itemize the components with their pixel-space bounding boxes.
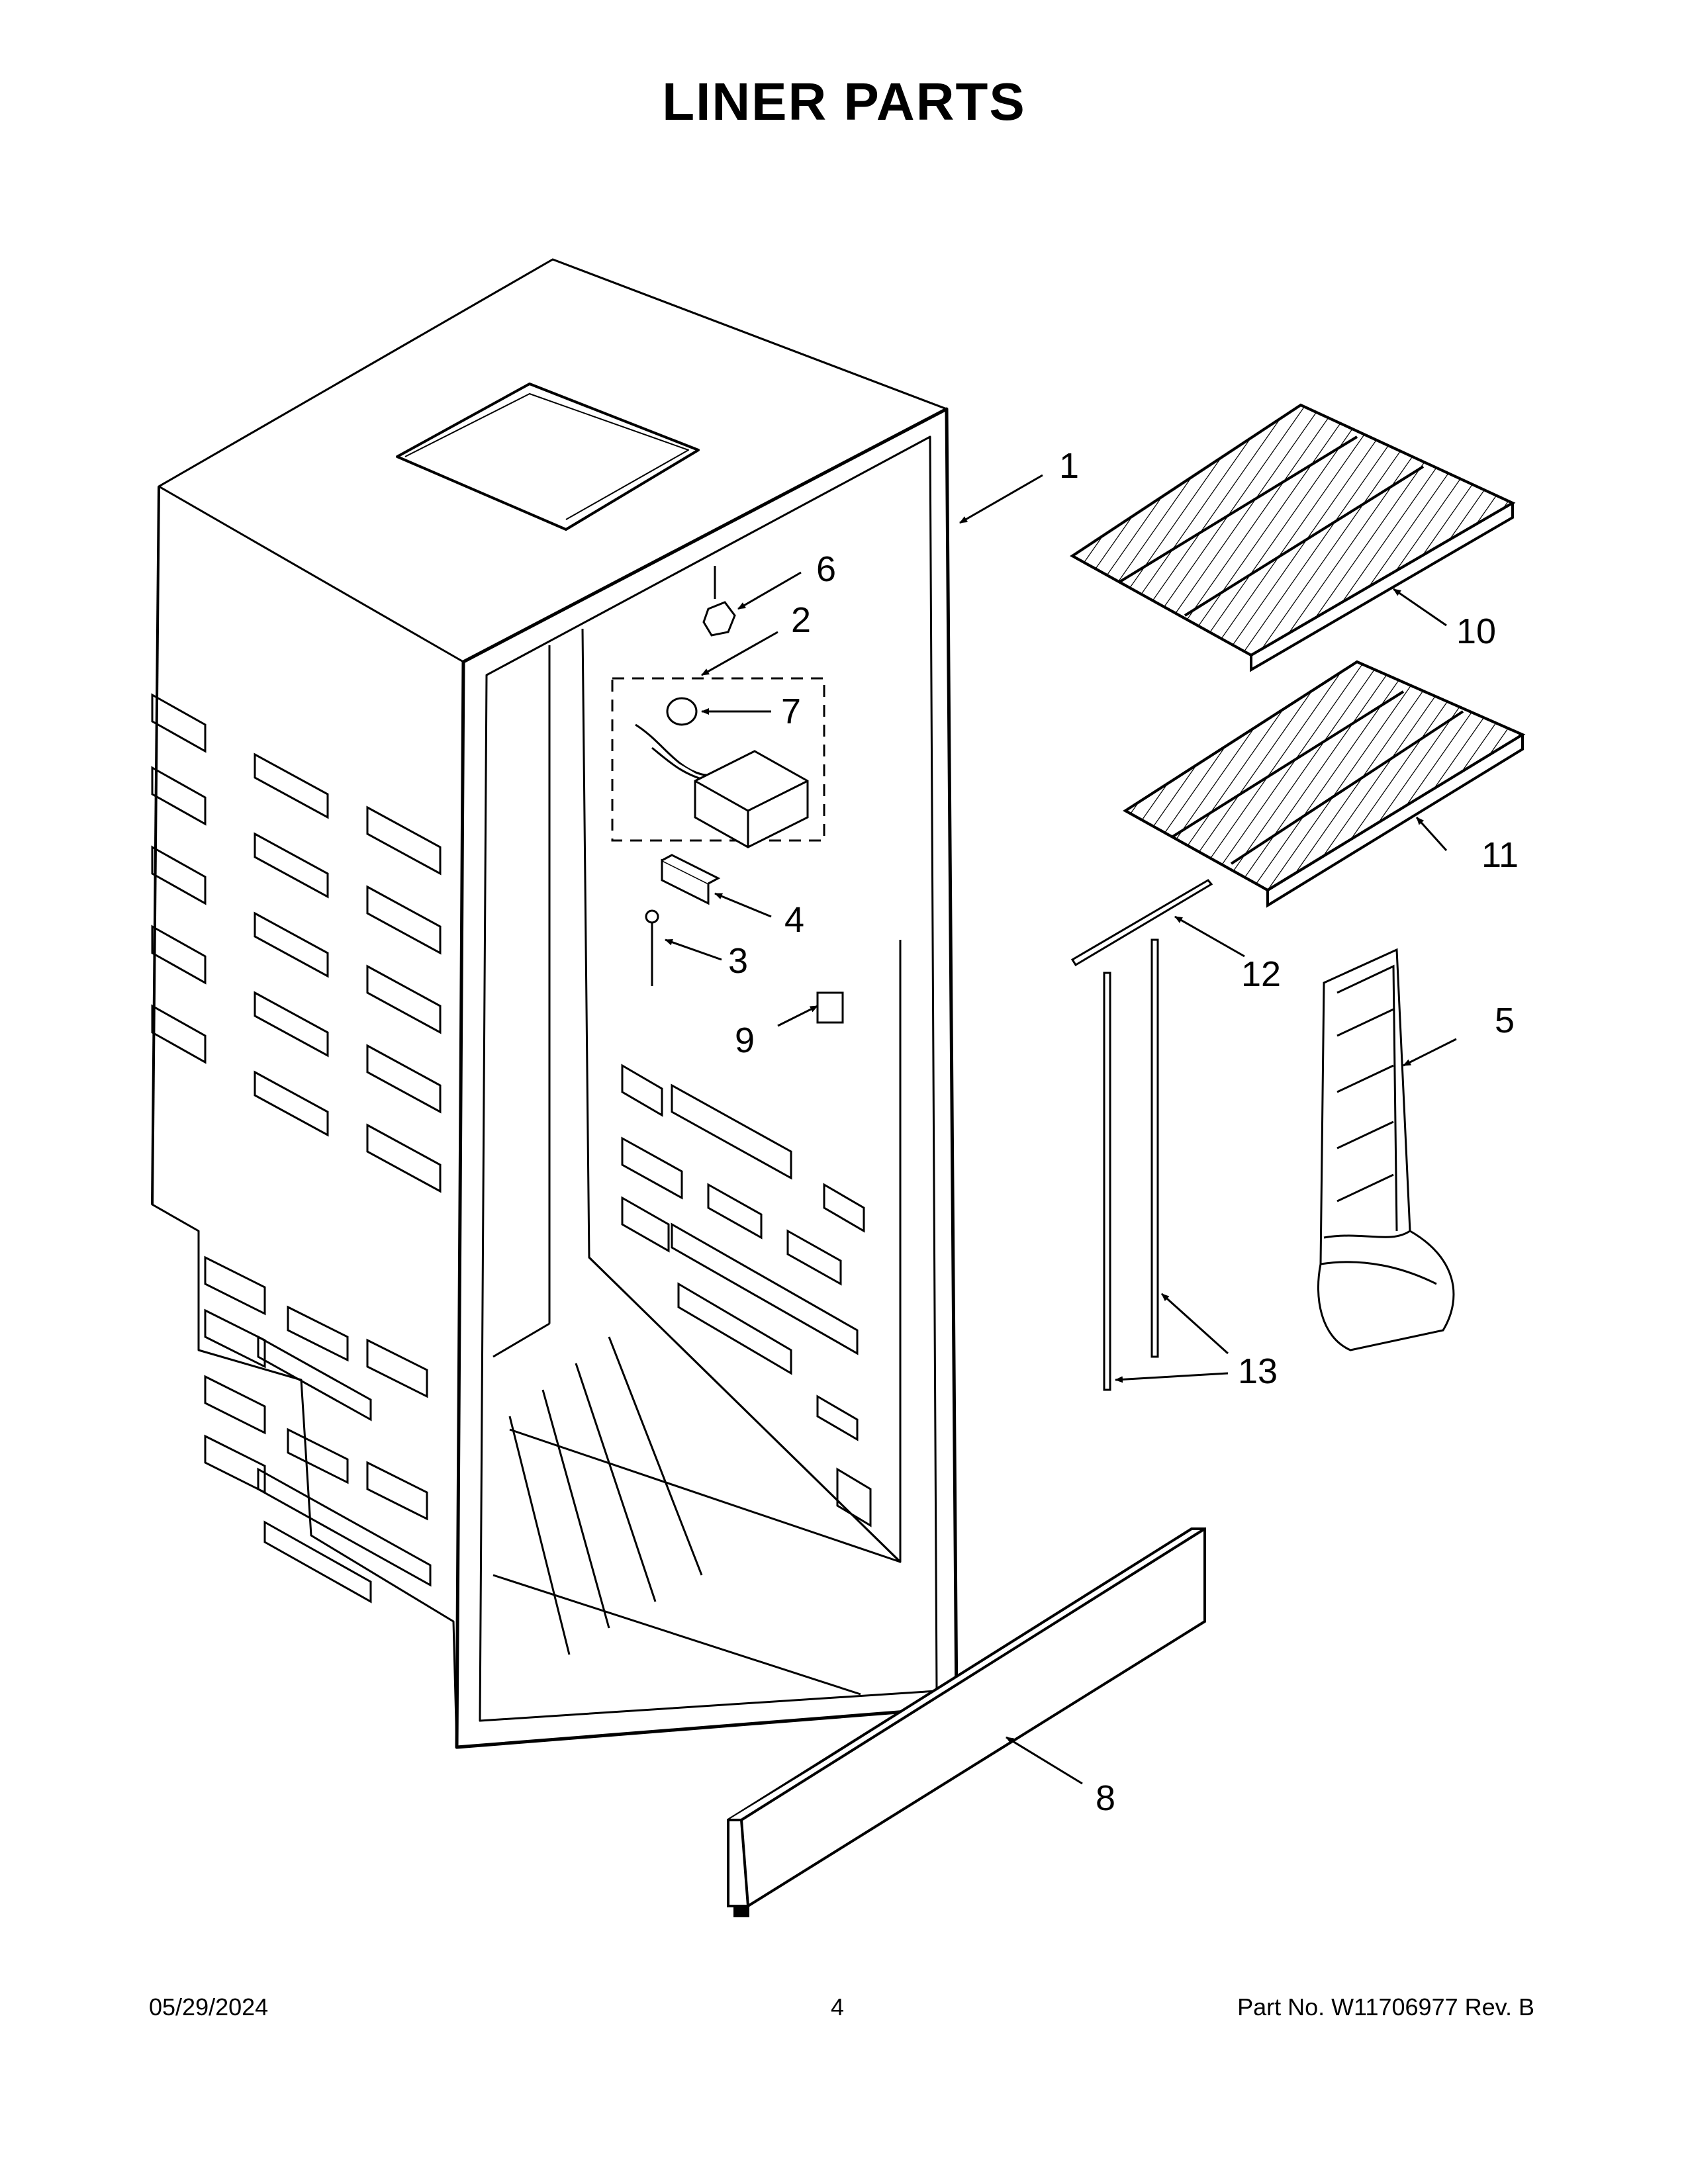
callout-4: 4 [784, 900, 804, 940]
part-9-label [816, 991, 844, 1024]
footer-date: 05/29/2024 [149, 1993, 269, 2021]
leader-lines [665, 474, 1457, 1785]
callout-2: 2 [791, 600, 811, 640]
callout-12: 12 [1241, 954, 1281, 994]
callout-8: 8 [1096, 1778, 1115, 1818]
callout-labels: 1 2 3 4 5 6 7 8 9 10 11 12 13 [728, 446, 1519, 1818]
callout-7: 7 [781, 692, 801, 731]
part-7-harness [635, 697, 809, 848]
footer-page-number: 4 [831, 1993, 845, 2021]
part-4-housing [661, 854, 721, 905]
part-6-clip [702, 566, 736, 637]
part-2-harness-box [611, 677, 825, 842]
liner-body [151, 258, 959, 1749]
part-13-trim-strips [1103, 938, 1159, 1391]
callout-9: 9 [735, 1021, 755, 1060]
liner-side-clips [151, 693, 442, 1604]
callout-6: 6 [816, 549, 836, 589]
page-title: LINER PARTS [662, 72, 1026, 131]
callout-3: 3 [728, 941, 748, 981]
callout-13: 13 [1238, 1351, 1278, 1391]
liner-inner-clips [621, 1064, 872, 1527]
callout-1: 1 [1059, 446, 1079, 486]
part-3-sensor [645, 909, 659, 986]
part-12-trim [1070, 879, 1213, 967]
footer-part-number: Part No. W11706977 Rev. B [1237, 1993, 1534, 2021]
callout-5: 5 [1495, 1001, 1515, 1040]
callout-10: 10 [1456, 612, 1496, 651]
part-5-duct-cover [1317, 948, 1455, 1351]
callout-11: 11 [1481, 835, 1519, 875]
part-11-wire-shelf [1123, 660, 1526, 908]
part-10-wire-shelf [1070, 403, 1516, 672]
part-8-front-trim [727, 1527, 1206, 1917]
